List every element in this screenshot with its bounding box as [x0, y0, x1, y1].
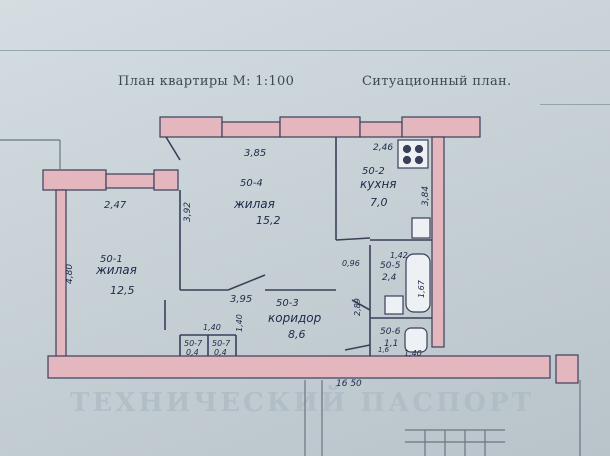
wall-top-right — [401, 116, 481, 138]
dim-door-a: 0,96 — [342, 259, 360, 268]
window-top — [221, 121, 281, 138]
closet-2-id: 50-7 — [212, 339, 231, 348]
room-50-1-area: 12,5 — [110, 284, 135, 297]
dim-room1-top: 2,47 — [104, 200, 127, 211]
room-50-5-area: 2,4 — [382, 273, 397, 283]
dim-bath-tub: 1,67 — [417, 279, 426, 298]
plan-title: План квартиры М: 1:100 — [118, 74, 295, 89]
room-50-2-id: 50-2 — [362, 166, 385, 177]
room-50-3-area: 8,6 — [288, 328, 306, 341]
dim-corridor-top: 3,95 — [230, 294, 252, 305]
dim-corridor-side: 2,89 — [353, 298, 362, 316]
wall-bottom — [47, 355, 551, 379]
dim-closet-top: 1,40 — [203, 323, 221, 332]
wall-top-middle — [279, 116, 361, 138]
dim-wc-bottom: 1,40 — [404, 349, 422, 358]
room-50-3-name: коридор — [268, 311, 322, 325]
wall-right — [431, 136, 445, 348]
wall-top-left — [159, 116, 223, 138]
room-50-3-id: 50-3 — [276, 298, 299, 309]
sheet-edge-line — [0, 50, 610, 51]
room-50-2-area: 7,0 — [370, 196, 388, 209]
dim-kitchen-right: 3,84 — [421, 186, 431, 206]
door-room4-top — [165, 136, 181, 161]
room-50-6-id: 50-6 — [380, 327, 401, 337]
room-50-1-id: 50-1 — [100, 254, 123, 265]
bathtub-icon — [405, 253, 431, 313]
dim-closet-side: 1,40 — [235, 314, 244, 332]
dim-stair: 16 50 — [336, 379, 362, 389]
room-50-6-area: 1,1 — [384, 339, 398, 349]
dim-bath-top: 1,42 — [390, 251, 408, 260]
bath-sink-icon — [384, 295, 404, 315]
room-50-4-name: жилая — [233, 197, 275, 211]
dim-wc-side: 1,6 — [378, 346, 390, 354]
watermark-text: ТЕХНИЧЕСКИЙ ПАСПОРТ — [70, 388, 535, 418]
site-plan-title: Ситуационный план. — [362, 74, 512, 89]
kitchen-sink-icon — [411, 217, 431, 239]
door-bath — [351, 299, 371, 311]
room-50-4-id: 50-4 — [240, 178, 263, 189]
closet-1-area: 0,4 — [186, 348, 199, 357]
toilet-icon — [404, 327, 428, 353]
closet-1-id: 50-7 — [184, 339, 203, 348]
room-50-2-name: кухня — [360, 177, 397, 191]
dim-room1-left: 4,80 — [65, 264, 75, 284]
closet-2-area: 0,4 — [214, 348, 227, 357]
site-plan-underline — [540, 104, 610, 105]
wall-stub-right — [555, 354, 579, 384]
wall-room1-top-right — [153, 169, 179, 191]
window-room1 — [105, 173, 155, 189]
room-50-4-area: 15,2 — [256, 214, 281, 227]
dim-room4-top: 3,85 — [244, 148, 266, 159]
window-kitchen — [359, 121, 403, 138]
dim-kitchen-top: 2,46 — [373, 143, 393, 153]
door-swing-a — [227, 274, 266, 291]
wall-room1-top — [42, 169, 107, 191]
room-50-1-name: жилая — [95, 263, 137, 277]
door-swing-kitchen — [335, 237, 371, 241]
door-wc — [344, 344, 371, 351]
room-50-5-id: 50-5 — [380, 261, 401, 271]
stove-icon — [397, 139, 429, 169]
dim-room4-left: 3,92 — [183, 202, 193, 222]
